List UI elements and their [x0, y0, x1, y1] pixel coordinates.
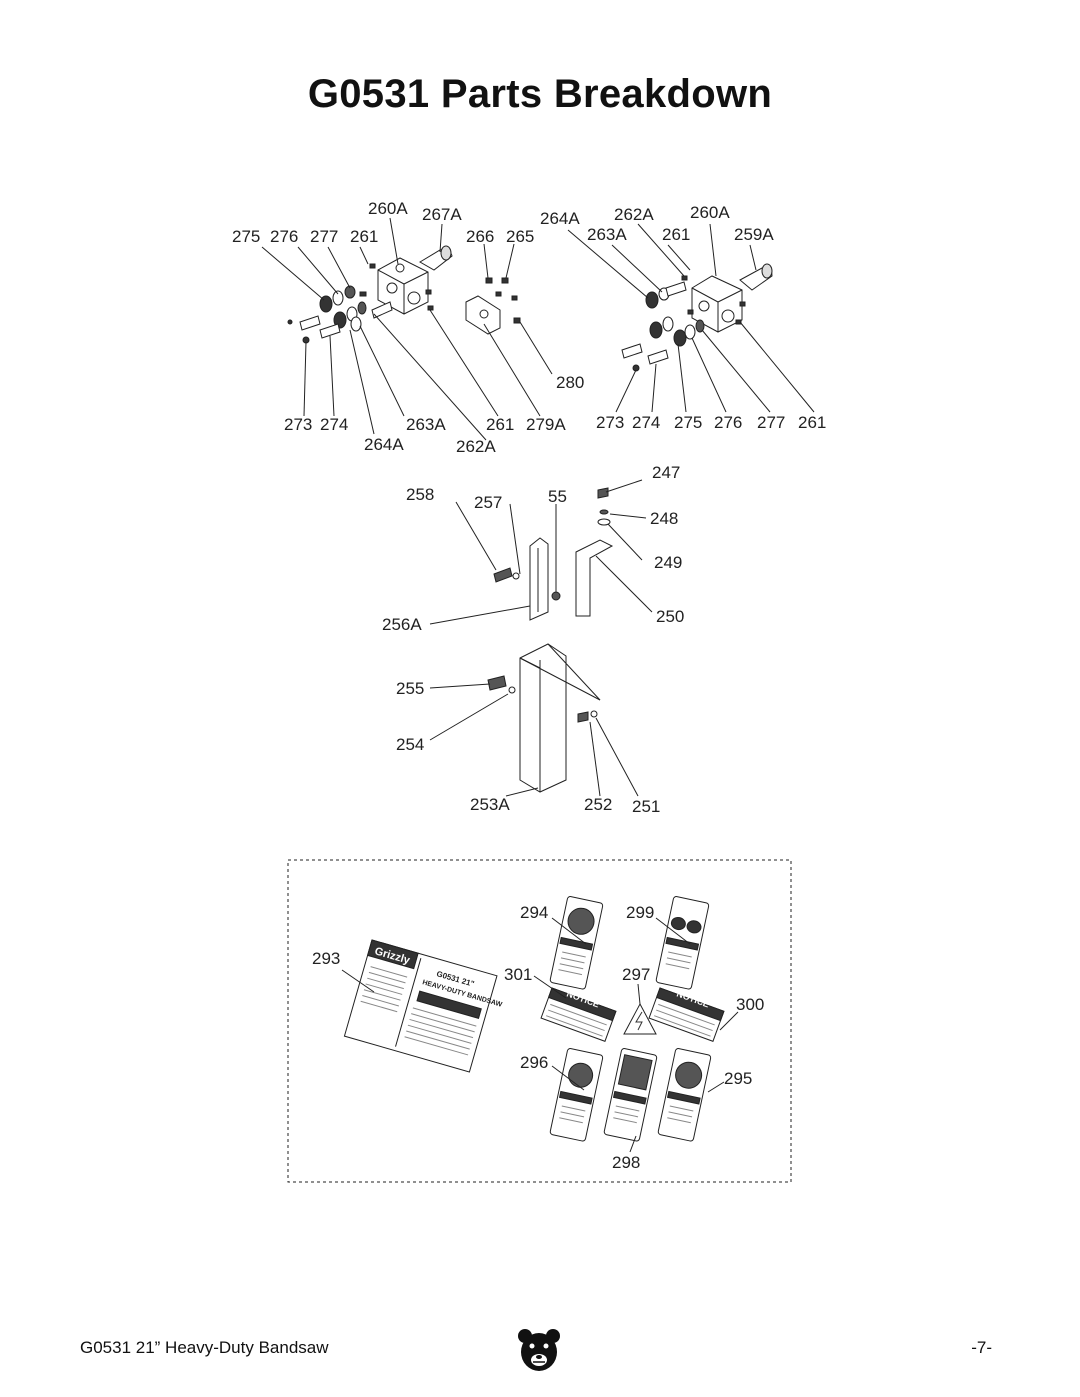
callout-279A: 279A [526, 415, 566, 434]
guard-hardware [487, 487, 611, 723]
callout-295: 295 [724, 1069, 752, 1088]
right-guide-shaft [739, 263, 773, 291]
page-title: G0531 Parts Breakdown [307, 72, 773, 116]
callout-248: 248 [650, 509, 678, 528]
callout-251: 251 [632, 797, 660, 816]
callout-257: 257 [474, 493, 502, 512]
callout-266: 266 [466, 227, 494, 246]
left-pins [287, 263, 434, 344]
callout-263A: 263A [406, 415, 446, 434]
notice-label-301 [540, 987, 617, 1042]
warning-label-298 [603, 1048, 658, 1142]
right-pins [621, 275, 746, 372]
warning-label-295 [657, 1048, 712, 1142]
electrical-hazard-label-297 [623, 1002, 657, 1035]
callout-264A: 264A [364, 435, 404, 454]
callout-299: 299 [626, 903, 654, 922]
middle-bracket [465, 277, 521, 335]
callout-262A: 262A [456, 437, 496, 456]
leader-lines-labels [341, 917, 739, 1153]
callout-261: 261 [662, 225, 690, 244]
callout-252: 252 [584, 795, 612, 814]
callout-258: 258 [406, 485, 434, 504]
callout-273: 273 [284, 415, 312, 434]
callout-55: 55 [548, 487, 567, 506]
grizzly-bear-icon [518, 1329, 560, 1371]
callout-261: 261 [350, 227, 378, 246]
safety-glasses-label-299 [655, 896, 710, 990]
callout-300: 300 [736, 995, 764, 1014]
labels-box [287, 859, 792, 1183]
callout-254: 254 [396, 735, 424, 754]
callout-298: 298 [612, 1153, 640, 1172]
callout-253A: 253A [470, 795, 510, 814]
notice-label-300 [648, 987, 725, 1042]
callout-277: 277 [757, 413, 785, 432]
callout-280: 280 [556, 373, 584, 392]
machine-id-plate [343, 939, 498, 1073]
callout-260A: 260A [690, 203, 730, 222]
right-bearings [645, 287, 705, 347]
callout-275: 275 [674, 413, 702, 432]
callout-274: 274 [632, 413, 660, 432]
callout-255: 255 [396, 679, 424, 698]
callout-265: 265 [506, 227, 534, 246]
left-guide-shaft [419, 245, 453, 271]
page-number: -7- [971, 1338, 992, 1357]
warning-label-294 [549, 896, 604, 990]
callout-273: 273 [596, 413, 624, 432]
callout-294: 294 [520, 903, 548, 922]
parts-diagram: 260A 267A 264A 262A 260A 275 276 277 261… [232, 199, 826, 1183]
callout-276: 276 [714, 413, 742, 432]
callout-296: 296 [520, 1053, 548, 1072]
callout-301: 301 [504, 965, 532, 984]
callout-261: 261 [486, 415, 514, 434]
callout-250: 250 [656, 607, 684, 626]
callout-267A: 267A [422, 205, 462, 224]
callout-249: 249 [654, 553, 682, 572]
guard-lower-channel [519, 643, 601, 793]
leader-lines-top [261, 217, 815, 441]
guard-upper-channel [529, 537, 549, 621]
footer-model: G0531 21” Heavy-Duty Bandsaw [80, 1338, 329, 1357]
callout-262A: 262A [614, 205, 654, 224]
callout-277: 277 [310, 227, 338, 246]
callout-276: 276 [270, 227, 298, 246]
callout-274: 274 [320, 415, 348, 434]
callout-261: 261 [798, 413, 826, 432]
callout-297: 297 [622, 965, 650, 984]
callout-293: 293 [312, 949, 340, 968]
callout-260A: 260A [368, 199, 408, 218]
warning-label-296 [549, 1048, 604, 1142]
callout-259A: 259A [734, 225, 774, 244]
callout-247: 247 [652, 463, 680, 482]
left-guide-block [377, 257, 429, 315]
guard-bracket-250 [575, 539, 614, 617]
callout-263A: 263A [587, 225, 627, 244]
leader-lines-middle [429, 479, 653, 797]
callout-256A: 256A [382, 615, 422, 634]
callout-275: 275 [232, 227, 260, 246]
callout-264A: 264A [540, 209, 580, 228]
left-bearings [319, 285, 367, 332]
right-guide-block [691, 275, 743, 333]
